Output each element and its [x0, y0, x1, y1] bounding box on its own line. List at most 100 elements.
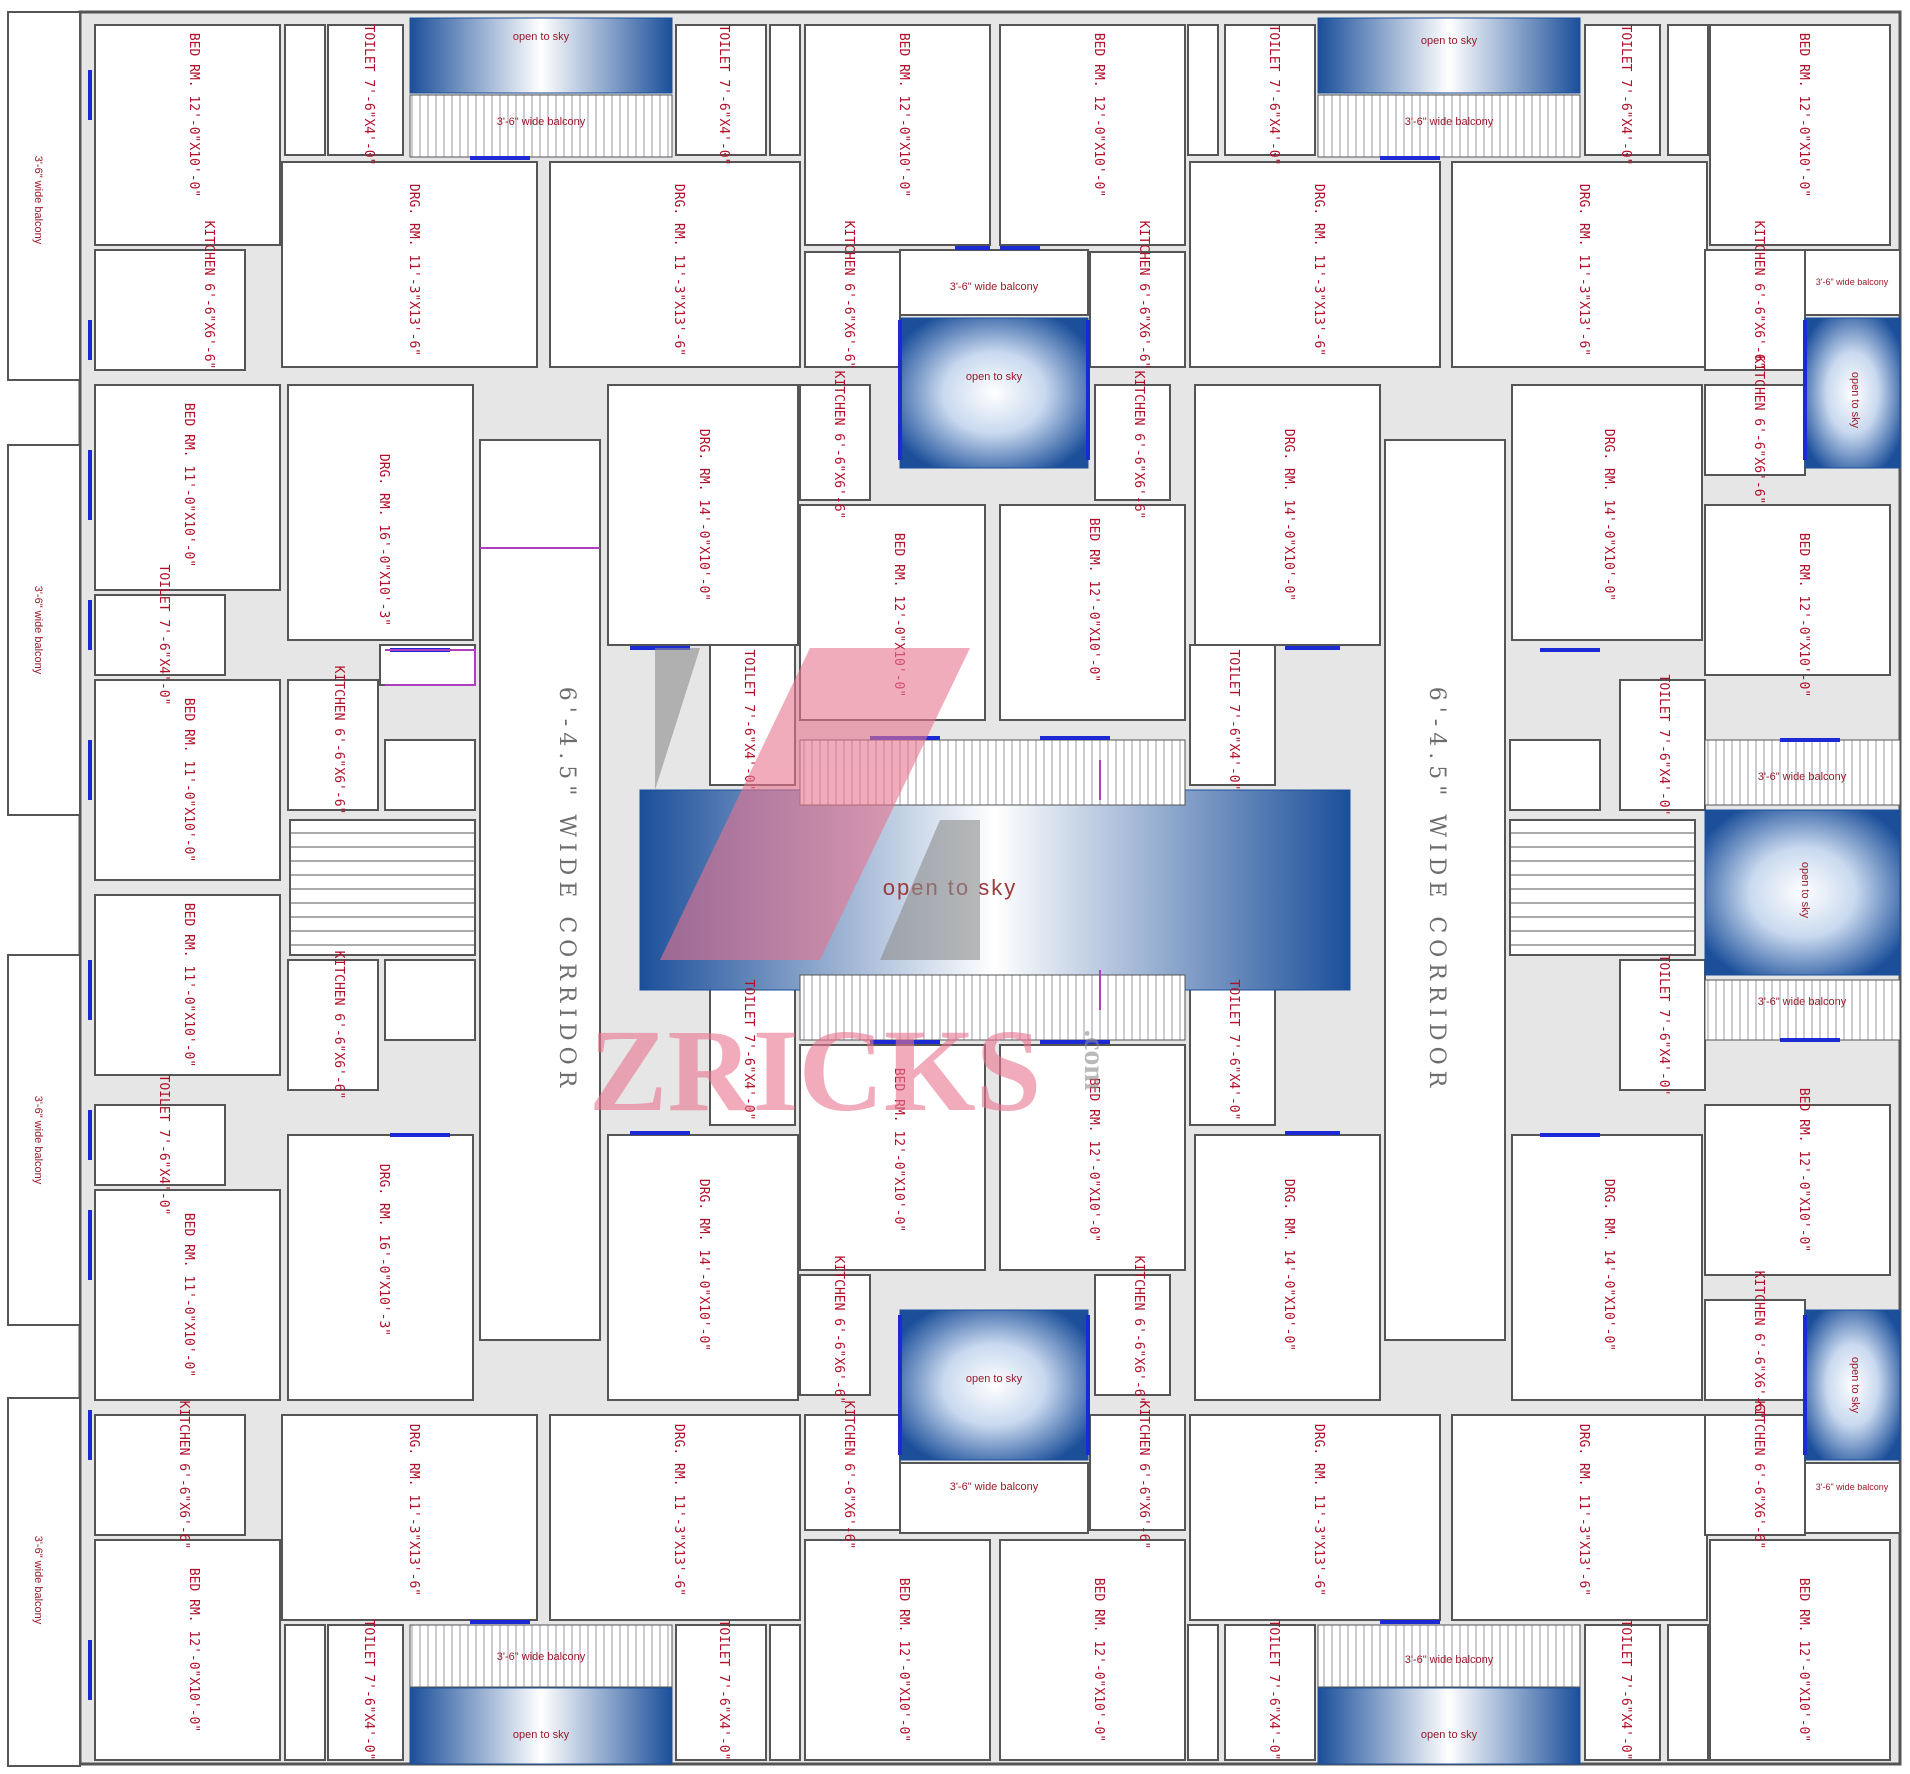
room-label: KITCHEN 6'-6"X6'-6": [331, 951, 346, 1100]
room-label: TOILET 7'-6"X4'-0": [1226, 980, 1241, 1121]
room-label: TOILET 7'-6"X4'-0": [741, 650, 756, 791]
room-label: DRG. RM. 11'-3"X13'-6": [406, 1424, 421, 1596]
room-label: BED RM. 11'-0"X10'-0": [181, 1213, 196, 1377]
room-label: KITCHEN 6'-6"X6'-6": [1136, 1401, 1151, 1550]
sky-label-top-left: open to sky: [513, 31, 570, 43]
room-label: DRG. RM. 11'-3"X13'-6": [1311, 184, 1326, 356]
balcony-label-left: 3'-6" wide balcony: [32, 1536, 44, 1625]
room-label: DRG. RM. 11'-3"X13'-6": [1576, 1424, 1591, 1596]
room-label: BED RM. 11'-0"X10'-0": [181, 698, 196, 862]
room-label: KITCHEN 6'-6"X6'-6": [1131, 1256, 1146, 1405]
sky-label-right-upper: open to sky: [1849, 372, 1861, 429]
balcony-label: 3'-6" wide balcony: [1405, 1654, 1494, 1666]
left-balconies: [7, 11, 81, 1767]
room-label: BED RM. 12'-0"X10'-0": [1091, 1578, 1106, 1742]
room-label: BED RM. 12'-0"X10'-0": [186, 33, 201, 197]
sky-top-left: [409, 17, 673, 94]
room-label: KITCHEN 6'-6"X6'-6": [1751, 221, 1766, 370]
room-label: KITCHEN 6'-6"X6'-6": [831, 1256, 846, 1405]
room-label: DRG. RM. 16'-0"X10'-3": [376, 1164, 391, 1336]
room-label: TOILET 7'-6"X4'-0": [156, 1075, 171, 1216]
sky-label-bottom-left: open to sky: [513, 1729, 570, 1741]
balcony-label-left: 3'-6" wide balcony: [32, 156, 44, 245]
balcony-label: 3'-6" wide balcony: [950, 1481, 1039, 1493]
room-label: BED RM. 12'-0"X10'-0": [1796, 533, 1811, 697]
room-label: KITCHEN 6'-6"X6'-6": [841, 1401, 856, 1550]
corridor-label-left: 6'-4.5" WIDE CORRIDOR: [554, 687, 579, 1094]
sky-right-middle: [1704, 809, 1901, 976]
watermark-slash-pink: [660, 648, 970, 960]
room-label: TOILET 7'-6"X4'-0": [1266, 25, 1281, 166]
partition-lines: [385, 547, 1101, 1010]
room-label: KITCHEN 6'-6"X6'-6": [1136, 221, 1151, 370]
room-label: DRG. RM. 14'-0"X10'-0": [1601, 429, 1616, 601]
room-label: DRG. RM. 11'-3"X13'-6": [1311, 1424, 1326, 1596]
corridors: [479, 439, 1506, 1341]
room-label: TOILET 7'-6"X4'-0": [716, 25, 731, 166]
sky-right-lower: [1804, 1309, 1901, 1461]
room-label: DRG. RM. 14'-0"X10'-0": [1281, 1179, 1296, 1351]
balcony-label: 3'-6" wide balcony: [1758, 771, 1847, 783]
sky-label-right-lower: open to sky: [1849, 1357, 1861, 1414]
sky-top-right: [1317, 17, 1581, 94]
room-label: KITCHEN 6'-6"X6'-6": [831, 371, 846, 520]
room-label: DRG. RM. 14'-0"X10'-0": [696, 1179, 711, 1351]
watermark-slash-gray: [655, 648, 700, 790]
room-label: KITCHEN 6'-6"X6'-6": [1751, 1401, 1766, 1550]
room-label: KITCHEN 6'-6"X6'-6": [201, 221, 216, 370]
watermark-brand: ZRICKS: [589, 1005, 1041, 1136]
balcony-label-left: 3'-6" wide balcony: [32, 586, 44, 675]
sky-lower-center: [899, 1309, 1089, 1461]
room-label: TOILET 7'-6"X4'-0": [1618, 25, 1633, 166]
room-label: DRG. RM. 16'-0"X10'-3": [376, 454, 391, 626]
room-label: BED RM. 12'-0"X10'-0": [1796, 33, 1811, 197]
room-label: BED RM. 12'-0"X10'-0": [1086, 518, 1101, 682]
room-label: TOILET 7'-6"X4'-0": [1266, 1620, 1281, 1761]
watermark-suffix: .com: [1078, 1030, 1111, 1091]
room-label: TOILET 7'-6"X4'-0": [361, 1620, 376, 1761]
room-label: KITCHEN 6'-6"X6'-6": [841, 221, 856, 370]
balcony-label: 3'-6" wide balcony: [1816, 277, 1889, 287]
corridor-label-right: 6'-4.5" WIDE CORRIDOR: [1424, 687, 1449, 1094]
stairwells: [289, 819, 1696, 956]
top-rooms: [94, 24, 1891, 371]
sky-bottom-left: [409, 1687, 673, 1765]
sky-bottom-right: [1317, 1687, 1581, 1765]
sky-label-top-right: open to sky: [1421, 35, 1478, 47]
room-label: BED RM. 11'-0"X10'-0": [181, 903, 196, 1067]
room-label: BED RM. 12'-0"X10'-0": [186, 1568, 201, 1732]
room-label: TOILET 7'-6"X4'-0": [1656, 955, 1671, 1096]
room-label: KITCHEN 6'-6"X6'-6": [1751, 356, 1766, 505]
balcony-labels: 3'-6" wide balcony 3'-6" wide balcony 3'…: [32, 116, 1889, 1666]
watermark-slash-gray-2: [880, 820, 980, 960]
zricks-watermark: ZRICKS .com: [589, 648, 1111, 1136]
room-label: TOILET 7'-6"X4'-0": [716, 1620, 731, 1761]
room-label: BED RM. 12'-0"X10'-0": [1091, 33, 1106, 197]
room-label: DRG. RM. 14'-0"X10'-0": [1601, 1179, 1616, 1351]
corridor-labels: 6'-4.5" WIDE CORRIDOR 6'-4.5" WIDE CORRI…: [554, 687, 1449, 1094]
room-label: KITCHEN 6'-6"X6'-6": [176, 1401, 191, 1550]
sky-right-upper: [1804, 317, 1901, 469]
windows: [88, 70, 1840, 1700]
room-label: DRG. RM. 11'-3"X13'-6": [671, 1424, 686, 1596]
room-label: DRG. RM. 14'-0"X10'-0": [696, 429, 711, 601]
room-label: DRG. RM. 11'-3"X13'-6": [671, 184, 686, 356]
room-label: TOILET 7'-6"X4'-0": [1226, 650, 1241, 791]
upper-middle-rooms: [94, 384, 1891, 881]
room-label: DRG. RM. 11'-3"X13'-6": [1576, 184, 1591, 356]
balcony-label: 3'-6" wide balcony: [1816, 1482, 1889, 1492]
room-label: DRG. RM. 11'-3"X13'-6": [406, 184, 421, 356]
room-label: DRG. RM. 14'-0"X10'-0": [1281, 429, 1296, 601]
balcony-label: 3'-6" wide balcony: [497, 1651, 586, 1663]
room-label: TOILET 7'-6"X4'-0": [156, 565, 171, 706]
room-label: BED RM. 12'-0"X10'-0": [1796, 1088, 1811, 1252]
lower-middle-rooms: [94, 894, 1891, 1401]
balcony-label: 3'-6" wide balcony: [497, 116, 586, 128]
balcony-label: 3'-6" wide balcony: [1405, 116, 1494, 128]
room-labels: BED RM. 12'-0"X10'-0" TOILET 7'-6"X4'-0"…: [156, 25, 1811, 1761]
bottom-rooms: [94, 1414, 1891, 1761]
room-label: KITCHEN 6'-6"X6'-6": [1131, 371, 1146, 520]
balcony-label: 3'-6" wide balcony: [1758, 996, 1847, 1008]
plain-balconies: [899, 249, 1901, 1534]
